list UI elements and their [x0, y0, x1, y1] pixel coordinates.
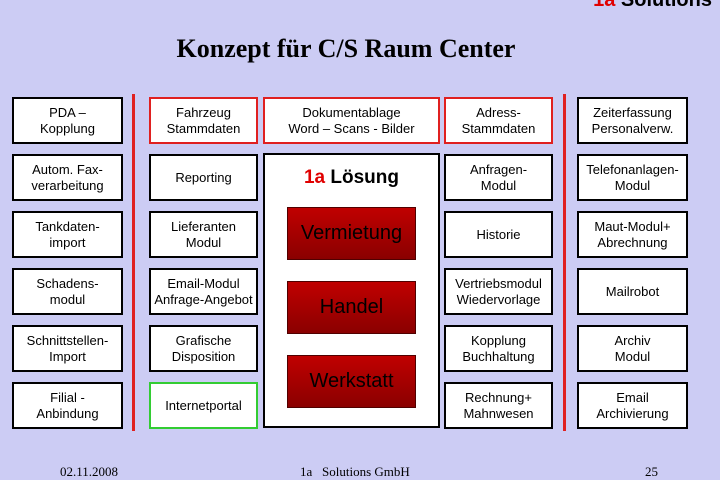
inner-left-lieferanten: Lieferanten Modul	[149, 211, 258, 258]
brand-prefix: 1a	[593, 0, 616, 11]
left-item-tankdaten: Tankdaten- import	[12, 211, 123, 258]
footer-page-number: 25	[645, 464, 658, 479]
brand-suffix: Solutions	[615, 0, 712, 11]
right-item-telefonanlagen: Telefonanlagen- Modul	[577, 154, 688, 201]
solution-logo-prefix: 1a	[303, 167, 326, 188]
left-item-schaden: Schadens- modul	[12, 268, 123, 315]
inner-right-buchhaltung: Kopplung Buchhaltung	[444, 325, 553, 372]
right-item-email-archivierung: Email Archivierung	[577, 382, 688, 429]
inner-right-anfragen: Anfragen- Modul	[444, 154, 553, 201]
inner-left-grafische: Grafische Disposition	[149, 325, 258, 372]
left-item-schnittstellen: Schnittstellen- Import	[12, 325, 123, 372]
inner-right-vertrieb: Vertriebsmodul Wiedervorlage	[444, 268, 553, 315]
footer-company: 1a Solutions GmbH	[300, 464, 410, 479]
right-item-mailrobot: Mailrobot	[577, 268, 688, 315]
inner-right-rechnung: Rechnung+ Mahnwesen	[444, 382, 553, 429]
footer-date: 02.11.2008	[60, 464, 119, 479]
vermietung-button: Vermietung	[287, 207, 416, 260]
center-solution-panel: 1a Lösung Vermietung Handel Werkstatt	[263, 153, 440, 428]
right-item-archiv: Archiv Modul	[577, 325, 688, 372]
separator-left	[132, 94, 135, 431]
inner-left-email-modul: Email-Modul Anfrage-Angebot	[149, 268, 258, 315]
inner-left-fahrzeug: Fahrzeug Stammdaten	[149, 97, 258, 144]
inner-left-reporting: Reporting	[149, 154, 258, 201]
left-item-pda-kopplung: PDA – Kopplung	[12, 97, 123, 144]
inner-left-internetportal: Internetportal	[149, 382, 258, 429]
left-item-filial: Filial - Anbindung	[12, 382, 123, 429]
brand-logo: 1a Solutions	[593, 0, 712, 12]
inner-right-historie: Historie	[444, 211, 553, 258]
right-item-maut: Maut-Modul+ Abrechnung	[577, 211, 688, 258]
solution-logo-suffix: Lösung	[325, 167, 400, 188]
page-title: Konzept für C/S Raum Center	[176, 34, 516, 63]
right-item-zeiterfassung: Zeiterfassung Personalverw.	[577, 97, 688, 144]
werkstatt-button: Werkstatt	[287, 355, 416, 408]
solution-logo: 1a Lösung	[265, 167, 438, 189]
inner-right-adress: Adress- Stammdaten	[444, 97, 553, 144]
handel-button: Handel	[287, 281, 416, 334]
left-item-fax: Autom. Fax- verarbeitung	[12, 154, 123, 201]
separator-right	[563, 94, 566, 431]
top-center-dokumentablage: Dokumentablage Word – Scans - Bilder	[263, 97, 440, 144]
